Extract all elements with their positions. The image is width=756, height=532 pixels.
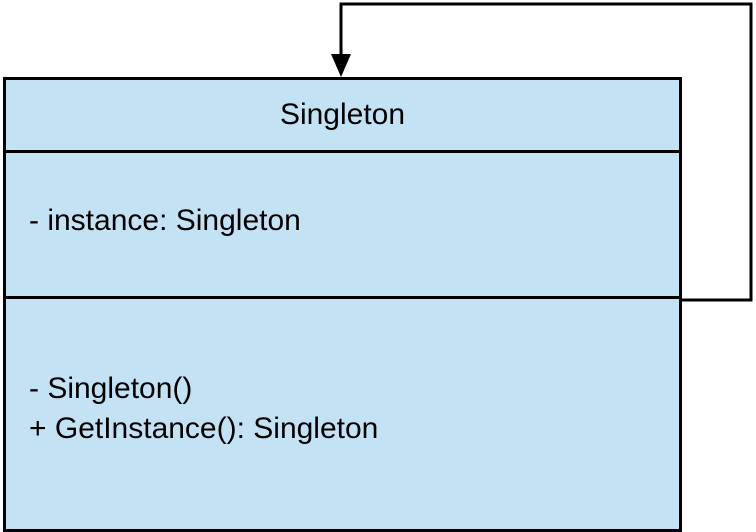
class-name-compartment: Singleton (6, 80, 679, 153)
operation-row: + GetInstance(): Singleton (29, 412, 379, 445)
attribute-row: - instance: Singleton (29, 204, 301, 237)
operations-compartment: - Singleton() + GetInstance(): Singleton (6, 299, 679, 529)
attributes-compartment: - instance: Singleton (6, 153, 679, 299)
class-name: Singleton (279, 98, 406, 131)
self-association-line (339, 2, 753, 302)
uml-class-singleton[interactable]: Singleton - instance: Singleton - Single… (3, 77, 682, 532)
operation-row: - Singleton() (29, 372, 193, 405)
association-arrowhead-icon (331, 54, 351, 77)
